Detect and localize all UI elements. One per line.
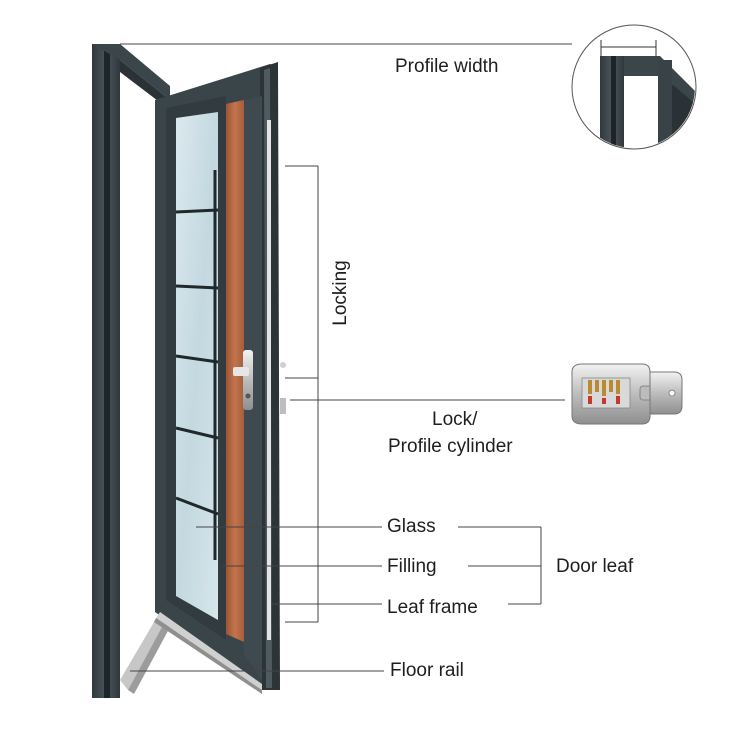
label-leaf-frame: Leaf frame bbox=[387, 597, 478, 618]
label-lock: Lock/ bbox=[432, 409, 478, 430]
door-leaf-drawing bbox=[154, 62, 286, 694]
label-filling: Filling bbox=[387, 556, 437, 577]
label-door-leaf: Door leaf bbox=[556, 556, 634, 577]
leader-lines bbox=[120, 43, 572, 672]
lock-cylinder-icon bbox=[571, 363, 683, 425]
label-profile-cylinder: Profile cylinder bbox=[388, 436, 513, 457]
profile-detail-icon bbox=[571, 24, 697, 150]
label-floor-rail: Floor rail bbox=[390, 660, 464, 681]
label-profile-width: Profile width bbox=[395, 56, 499, 77]
label-locking: Locking bbox=[330, 260, 351, 326]
label-glass: Glass bbox=[387, 516, 436, 537]
